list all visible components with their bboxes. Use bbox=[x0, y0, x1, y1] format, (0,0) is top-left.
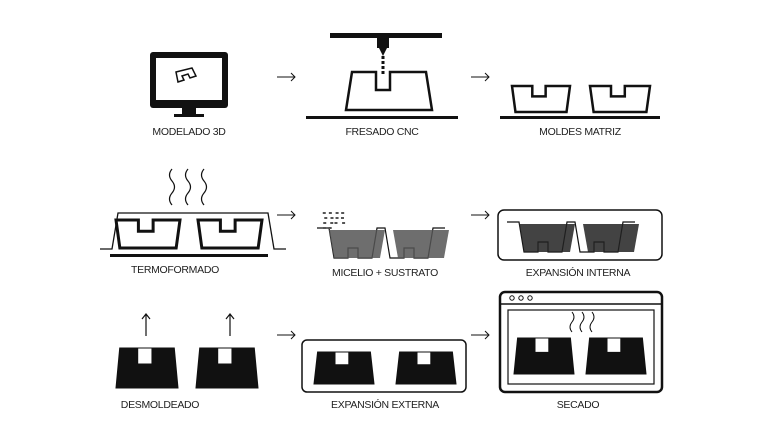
formed-cavity bbox=[198, 220, 262, 248]
arrow-right-icon bbox=[471, 331, 489, 339]
expanded-mycelium bbox=[519, 224, 575, 252]
arrows bbox=[277, 73, 489, 339]
matrix-mold bbox=[512, 86, 570, 112]
substrate-fill bbox=[393, 230, 449, 258]
substrate-particle bbox=[323, 222, 326, 224]
arrow-right-icon bbox=[277, 73, 295, 81]
thermoforming-icon bbox=[100, 169, 286, 257]
substrate-particle bbox=[342, 222, 345, 224]
step-label-fresado: FRESADO CNC bbox=[345, 126, 419, 138]
substrate-particle bbox=[336, 212, 339, 214]
matrix-molds-icon bbox=[500, 86, 660, 119]
matrix-mold bbox=[590, 86, 650, 112]
substrate-particle bbox=[336, 217, 339, 219]
drying-oven-icon bbox=[500, 292, 662, 392]
expanded-mycelium bbox=[583, 224, 639, 252]
drying-block bbox=[514, 338, 574, 374]
step-label-modelado: MODELADO 3D bbox=[152, 126, 226, 138]
substrate-particle bbox=[323, 212, 326, 214]
substrate-particle bbox=[329, 227, 332, 229]
formed-cavity bbox=[116, 220, 180, 248]
step-label-secado: SECADO bbox=[557, 399, 600, 411]
step-label-expansion-externa: EXPANSIÓN EXTERNA bbox=[331, 398, 439, 411]
substrate-particle bbox=[330, 222, 333, 224]
expanded-block bbox=[314, 352, 374, 384]
arrow-right-icon bbox=[471, 73, 489, 81]
step-label-termoformado: TERMOFORMADO bbox=[131, 264, 219, 276]
demolded-block bbox=[116, 348, 178, 388]
demolded-block bbox=[196, 348, 258, 388]
cnc-mill-icon bbox=[306, 33, 458, 119]
drying-block bbox=[586, 338, 646, 374]
step-label-moldes: MOLDES MATRIZ bbox=[539, 126, 622, 138]
monitor-icon bbox=[150, 52, 228, 117]
demolding-icon bbox=[116, 314, 258, 388]
substrate-particle bbox=[330, 217, 333, 219]
substrate-particle bbox=[341, 217, 344, 219]
substrate-particle bbox=[329, 212, 332, 214]
substrate-particle bbox=[334, 222, 337, 224]
substrate-particle bbox=[323, 227, 326, 229]
substrate-particle bbox=[341, 212, 344, 214]
step-label-micelio: MICELIO + SUSTRATO bbox=[332, 267, 438, 279]
arrow-right-icon bbox=[277, 211, 295, 219]
arrow-right-icon bbox=[471, 211, 489, 219]
substrate-particle bbox=[324, 217, 327, 219]
step-label-desmoldeado: DESMOLDEADO bbox=[121, 399, 200, 411]
external-expansion-icon bbox=[302, 340, 466, 392]
expanded-block bbox=[396, 352, 456, 384]
mycelium-substrate-icon bbox=[317, 212, 449, 258]
arrow-right-icon bbox=[277, 331, 295, 339]
step-label-expansion-interna: EXPANSIÓN INTERNA bbox=[526, 266, 631, 279]
substrate-fill bbox=[329, 230, 385, 258]
internal-expansion-icon bbox=[498, 210, 662, 260]
